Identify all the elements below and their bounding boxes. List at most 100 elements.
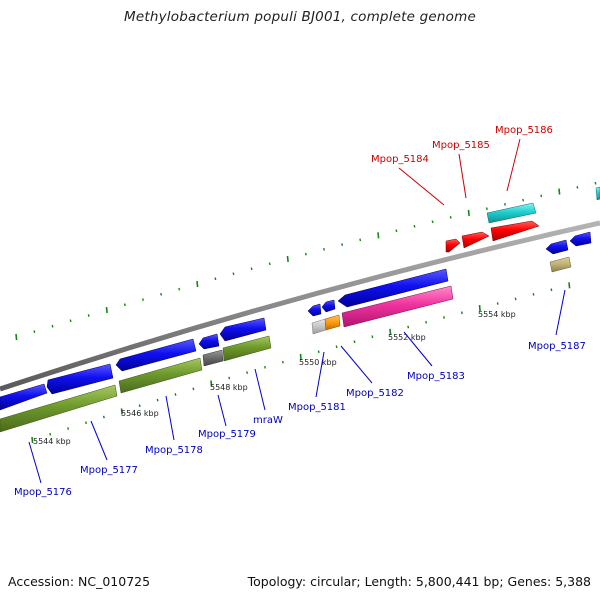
tick-mark-upper bbox=[594, 181, 597, 185]
tick-mark-lower bbox=[335, 345, 338, 349]
cds-pink-1[interactable] bbox=[341, 285, 454, 328]
tick-mark-upper bbox=[87, 314, 90, 317]
tick-mark-lower bbox=[210, 380, 213, 387]
gene-mpop-5178[interactable] bbox=[115, 338, 197, 372]
tick-mark-upper bbox=[178, 287, 181, 291]
forward-strand-genes bbox=[445, 186, 600, 253]
tick-mark-upper bbox=[323, 247, 325, 251]
label-mpop-5181[interactable]: Mpop_5181 bbox=[288, 402, 346, 413]
tick-mark-lower bbox=[568, 282, 571, 289]
tick-mark-upper bbox=[196, 280, 199, 288]
tick-mark-upper bbox=[413, 224, 416, 228]
gene-mpop-5179[interactable] bbox=[198, 333, 220, 350]
tick-mark-upper bbox=[449, 216, 452, 219]
tick-mark-lower bbox=[371, 335, 374, 339]
reverse-strand-genes bbox=[0, 231, 592, 411]
tick-mark-upper bbox=[485, 207, 488, 211]
tick-mark-lower bbox=[443, 316, 445, 319]
gene-mpop-5187b[interactable] bbox=[569, 231, 592, 247]
gene-mpop-5184[interactable] bbox=[445, 238, 461, 253]
tick-mark-lower bbox=[389, 328, 392, 335]
leader-mpop-5179 bbox=[217, 394, 227, 427]
gene-mpop-5186[interactable] bbox=[490, 220, 540, 242]
label-mpop-5178[interactable]: Mpop_5178 bbox=[145, 445, 203, 456]
leader-mraw bbox=[254, 368, 266, 411]
genome-title: Methylobacterium populi BJ001, complete … bbox=[124, 9, 476, 25]
label-mpop-5182[interactable]: Mpop_5182 bbox=[346, 388, 404, 399]
gene-mpop-5181a[interactable] bbox=[307, 303, 322, 317]
tick-mark-lower bbox=[85, 421, 87, 425]
cds-lightgrey-1[interactable] bbox=[311, 318, 327, 335]
tick-mark-lower bbox=[281, 360, 284, 364]
label-mpop-5177[interactable]: Mpop_5177 bbox=[80, 465, 138, 476]
label-mpop-5187[interactable]: Mpop_5187 bbox=[528, 341, 586, 352]
tick-mark-lower bbox=[514, 297, 517, 301]
leader-mpop-5184 bbox=[398, 167, 445, 206]
tick-mark-upper bbox=[286, 255, 289, 262]
tick-mark-upper bbox=[232, 272, 235, 276]
gene-mpop-5182-blue[interactable] bbox=[337, 268, 449, 308]
tick-mark-lower bbox=[353, 340, 356, 344]
gene-mrawb[interactable] bbox=[219, 317, 267, 342]
label-mpop-5186[interactable]: Mpop_5186 bbox=[495, 125, 553, 136]
label-mpop-5185[interactable]: Mpop_5185 bbox=[432, 140, 490, 151]
tick-mark-lower bbox=[120, 408, 123, 415]
cds-olive-2[interactable] bbox=[118, 357, 203, 394]
scale-label-5546: 5546 kbp bbox=[121, 409, 159, 418]
cds-orange-1[interactable] bbox=[324, 314, 341, 331]
gene-mpop-5185[interactable] bbox=[461, 231, 490, 249]
tick-mark-lower bbox=[407, 325, 410, 329]
tick-mark-lower bbox=[49, 432, 52, 436]
tick-mark-lower bbox=[67, 427, 70, 430]
cds-khaki-1[interactable] bbox=[549, 256, 572, 273]
cds-grey-1[interactable] bbox=[202, 349, 224, 367]
tick-mark-upper bbox=[214, 277, 217, 281]
leader-mpop-5186 bbox=[506, 138, 521, 192]
leader-mpop-5181 bbox=[315, 351, 325, 398]
tick-mark-upper bbox=[576, 186, 579, 189]
tick-marks-upper bbox=[15, 181, 597, 341]
tick-mark-lower bbox=[192, 387, 195, 391]
gene-edge-cyan[interactable] bbox=[595, 186, 600, 201]
tick-mark-upper bbox=[160, 292, 163, 296]
tick-mark-lower bbox=[460, 311, 463, 315]
tick-mark-upper bbox=[395, 229, 398, 233]
tick-mark-upper bbox=[522, 198, 525, 202]
tick-mark-upper bbox=[250, 267, 253, 271]
tick-mark-upper bbox=[304, 252, 307, 256]
tick-mark-upper bbox=[377, 232, 380, 239]
gene-mpop-5176[interactable] bbox=[0, 383, 48, 411]
tick-mark-lower bbox=[550, 288, 553, 292]
gene-mpop-5186-outer[interactable] bbox=[486, 202, 537, 224]
tick-mark-lower bbox=[246, 371, 249, 374]
leader-mpop-5176 bbox=[28, 441, 42, 484]
accession-text: Accession: NC_010725 bbox=[8, 574, 151, 589]
gene-mpop-5181b[interactable] bbox=[321, 299, 336, 313]
tick-mark-lower bbox=[174, 393, 177, 396]
label-mpop-5184[interactable]: Mpop_5184 bbox=[371, 154, 429, 165]
tick-mark-upper bbox=[431, 220, 434, 224]
tick-mark-lower bbox=[299, 353, 302, 360]
cds-olive-3[interactable] bbox=[222, 335, 272, 362]
label-mpop-5183[interactable]: Mpop_5183 bbox=[407, 371, 465, 382]
genome-backbone bbox=[0, 220, 600, 392]
label-mpop-5176[interactable]: Mpop_5176 bbox=[14, 487, 72, 498]
cds-olive-1[interactable] bbox=[0, 384, 118, 433]
label-mraw[interactable]: mraW bbox=[253, 415, 283, 426]
gene-mpop-5177[interactable] bbox=[46, 363, 114, 395]
topology-summary: Topology: circular; Length: 5,800,441 bp… bbox=[247, 574, 591, 589]
scale-label-5550: 5550 kbp bbox=[299, 358, 337, 367]
tick-mark-lower bbox=[31, 436, 34, 444]
tick-mark-upper bbox=[359, 238, 362, 242]
leader-mpop-5178 bbox=[165, 395, 175, 441]
tick-mark-upper bbox=[51, 324, 54, 328]
gene-mpop-5187[interactable] bbox=[545, 239, 569, 255]
reverse-category-ring bbox=[0, 256, 572, 433]
tick-mark-upper bbox=[540, 194, 543, 198]
scale-labels: 5544 kbp 5546 kbp 5548 kbp 5550 kbp 5552… bbox=[33, 310, 516, 446]
tick-mark-lower bbox=[102, 415, 105, 419]
tick-mark-upper bbox=[15, 333, 18, 341]
tick-mark-lower bbox=[264, 365, 266, 369]
label-mpop-5179[interactable]: Mpop_5179 bbox=[198, 429, 256, 440]
